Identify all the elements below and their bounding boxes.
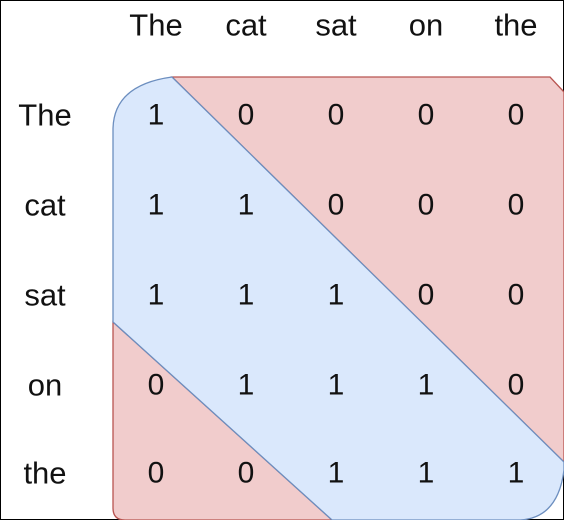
mask-cell-value: 1 <box>148 99 165 132</box>
mask-cell-value: 1 <box>148 279 165 312</box>
mask-cell-value: 0 <box>328 99 345 132</box>
mask-cell-value: 0 <box>418 189 435 222</box>
column-token-label: sat <box>315 8 357 43</box>
mask-cell-value: 0 <box>508 189 525 222</box>
mask-cell-value: 0 <box>238 99 255 132</box>
mask-cell-value: 0 <box>418 279 435 312</box>
row-token-label: on <box>28 368 62 403</box>
mask-cell-value: 1 <box>238 189 255 222</box>
mask-cell-value: 1 <box>148 189 165 222</box>
row-token-label: the <box>23 456 66 491</box>
mask-cell-value: 1 <box>238 369 255 402</box>
mask-cell-value: 0 <box>508 369 525 402</box>
mask-cell-value: 0 <box>508 99 525 132</box>
mask-cell-value: 1 <box>328 369 345 402</box>
column-token-label: on <box>409 8 443 43</box>
mask-cell-value: 0 <box>328 189 345 222</box>
column-token-label: cat <box>225 8 267 43</box>
mask-cell-value: 0 <box>238 457 255 490</box>
mask-cell-value: 1 <box>238 279 255 312</box>
column-token-label: The <box>129 8 182 43</box>
mask-cell-value: 1 <box>328 279 345 312</box>
mask-cell-value: 1 <box>418 369 435 402</box>
row-token-label: cat <box>24 188 66 223</box>
mask-cell-value: 0 <box>148 457 165 490</box>
mask-cell-value: 1 <box>508 457 525 490</box>
column-token-label: the <box>494 8 537 43</box>
row-token-label: The <box>18 98 71 133</box>
visible-band-region <box>112 76 564 520</box>
mask-cell-value: 0 <box>148 369 165 402</box>
mask-cell-value: 0 <box>508 279 525 312</box>
row-token-label: sat <box>24 278 66 313</box>
mask-cell-value: 0 <box>418 99 435 132</box>
mask-cell-value: 1 <box>328 457 345 490</box>
mask-cell-value: 1 <box>418 457 435 490</box>
